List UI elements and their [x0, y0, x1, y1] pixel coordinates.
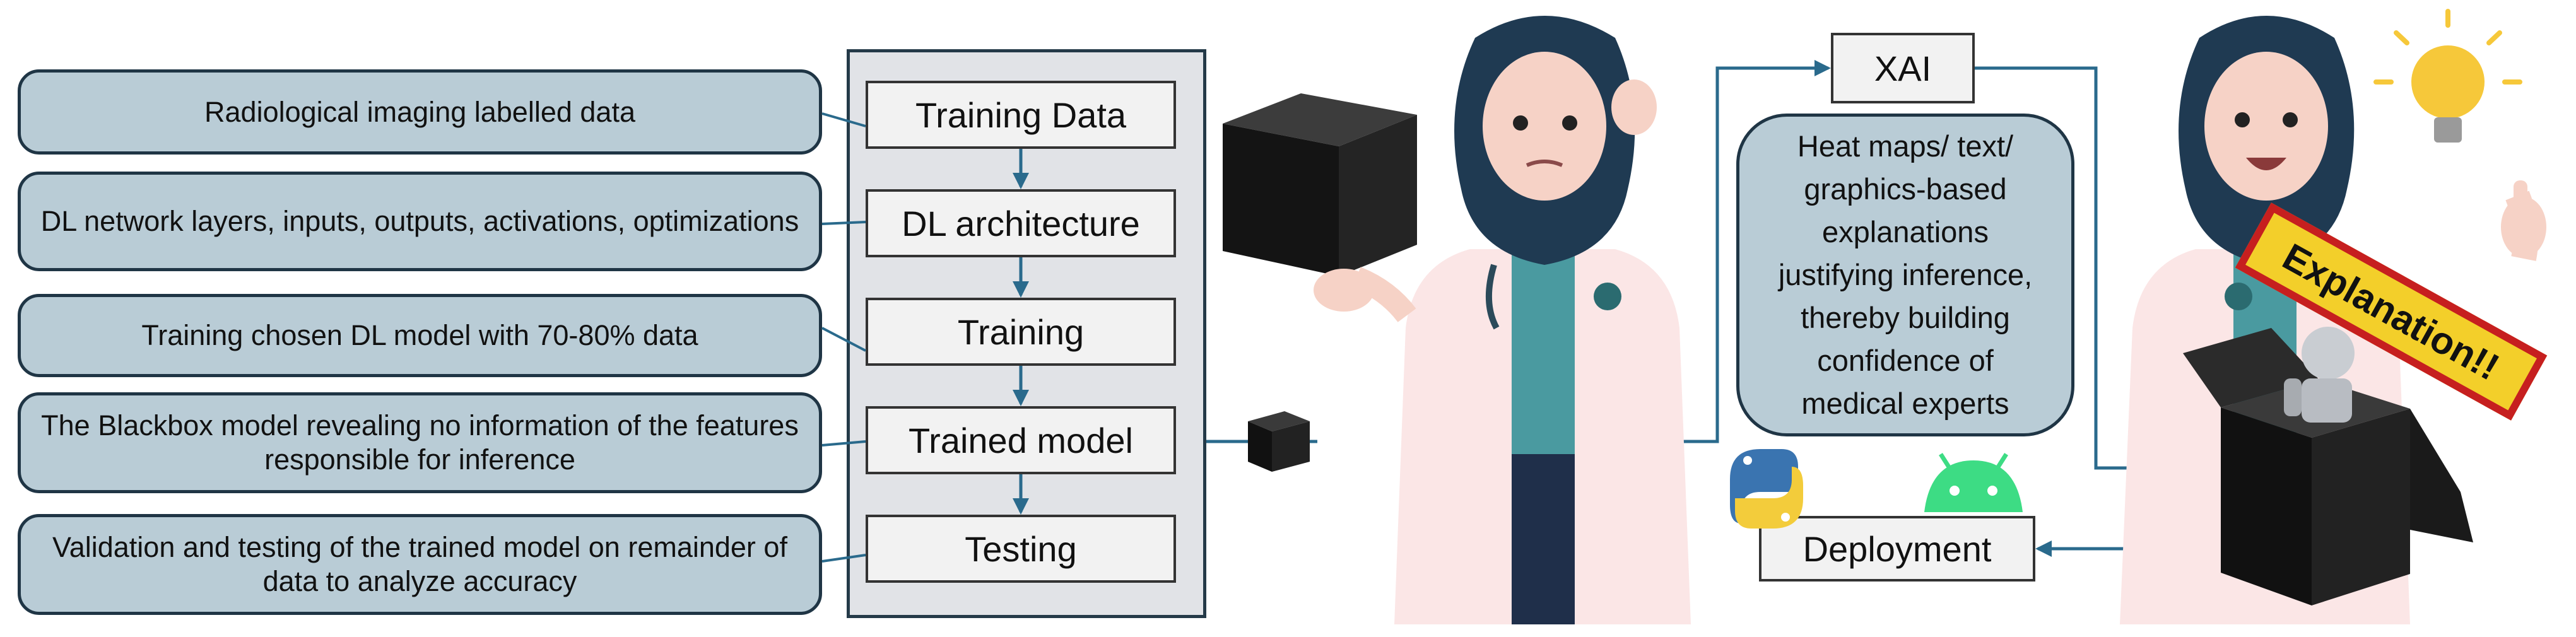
stage-label: DL architecture — [902, 203, 1140, 243]
small-black-box-icon — [1248, 411, 1310, 472]
description-text: The Blackbox model revealing no informat… — [41, 409, 799, 476]
stage-label: Trained model — [909, 420, 1133, 460]
explanation-text: Heat maps/ text/ graphics-based explanat… — [1778, 129, 2033, 421]
robot-icon — [2284, 327, 2355, 423]
stage-testing: Testing — [866, 515, 1176, 583]
stage-training-data: Training Data — [866, 81, 1176, 149]
android-logo-icon — [1924, 453, 2023, 512]
deployment-label: Deployment — [1803, 529, 1992, 569]
description-training-data: Radiological imaging labelled data — [18, 69, 822, 155]
black-box-icon — [1223, 93, 1417, 276]
stage-trained-model: Trained model — [866, 406, 1176, 474]
xai-label: XAI — [1874, 48, 1932, 88]
stage-dl-architecture: DL architecture — [866, 189, 1176, 257]
confused-doctor-illustration — [1314, 16, 1691, 624]
lightbulb-icon — [2373, 9, 2522, 143]
description-trained-model: The Blackbox model revealing no informat… — [18, 392, 822, 493]
description-text: Radiological imaging labelled data — [204, 95, 635, 128]
python-logo-icon — [1730, 449, 1803, 529]
stage-label: Training — [957, 312, 1085, 352]
description-dl-architecture: DL network layers, inputs, outputs, acti… — [18, 172, 822, 271]
description-text: DL network layers, inputs, outputs, acti… — [40, 205, 799, 237]
description-training: Training chosen DL model with 70-80% dat… — [18, 294, 822, 377]
description-text: Validation and testing of the trained mo… — [52, 531, 787, 597]
stage-training: Training — [866, 298, 1176, 366]
description-text: Training chosen DL model with 70-80% dat… — [141, 319, 698, 351]
description-testing: Validation and testing of the trained mo… — [18, 514, 822, 615]
deployment-box: Deployment — [1759, 516, 2035, 581]
stage-label: Training Data — [915, 95, 1127, 135]
description-connectors — [821, 112, 866, 563]
explanation-bubble: Heat maps/ text/ graphics-based explanat… — [1736, 114, 2074, 436]
stage-label: Testing — [965, 529, 1077, 569]
xai-box: XAI — [1831, 33, 1975, 103]
